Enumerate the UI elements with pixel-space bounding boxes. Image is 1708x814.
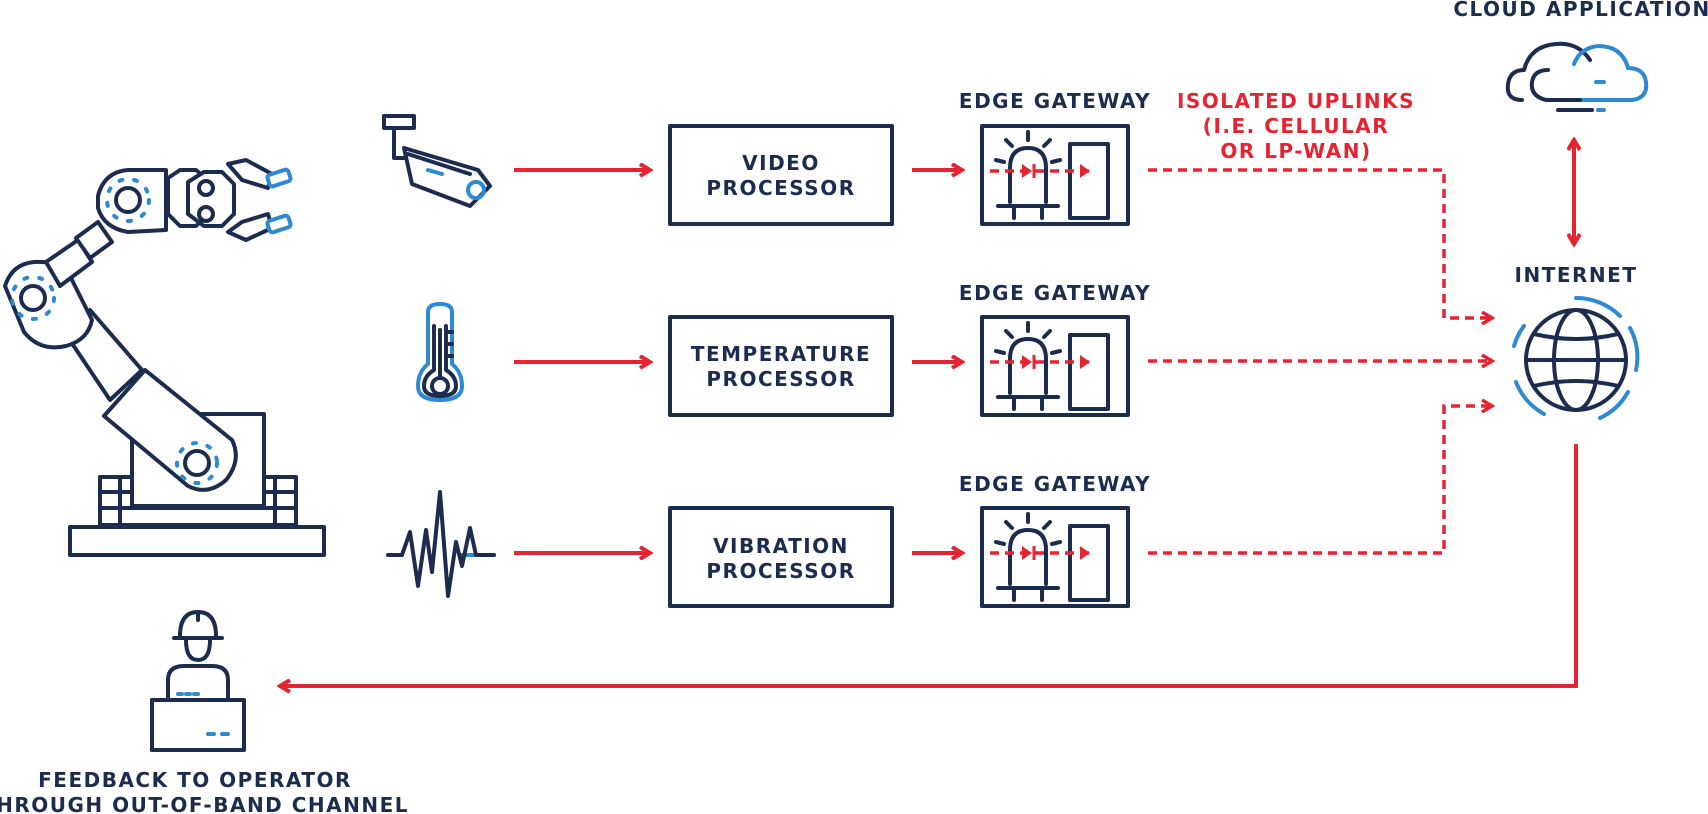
uplinks-label-line3: OR LP-WAN): [1220, 139, 1371, 163]
gateway-beacon-icon: [994, 130, 1110, 220]
processor-label-line1: TEMPERATURE: [691, 342, 871, 366]
processor-label-line2: PROCESSOR: [706, 176, 855, 200]
cloud-applications-label: CLOUD APPLICATIONS: [1453, 0, 1708, 21]
thermometer-icon: [416, 302, 464, 402]
cloud-applications-icon: CLOUD APPLICATIONS: [1453, 0, 1708, 112]
edge-gateway-2: EDGE GATEWAY: [959, 281, 1151, 417]
robot-arm-icon: [3, 158, 326, 557]
vibration-processor-box: VIBRATION PROCESSOR: [668, 506, 894, 608]
isolated-uplinks: ISOLATED UPLINKS (I.E. CELLULAR OR LP-WA…: [1148, 89, 1492, 555]
operator-label-line1: FEEDBACK TO OPERATOR: [38, 768, 352, 792]
processor-label-line1: VIDEO: [742, 151, 820, 175]
processor-label-line2: PROCESSOR: [706, 367, 855, 391]
vibration-waveform-icon: [386, 490, 496, 598]
sensor-to-processor-arrows: [514, 170, 650, 553]
edge-gateway-1: EDGE GATEWAY: [959, 89, 1151, 226]
video-processor-box: VIDEO PROCESSOR: [668, 124, 894, 226]
edge-gateway-label: EDGE GATEWAY: [959, 89, 1151, 113]
internet-globe-icon: INTERNET: [1512, 263, 1640, 420]
edge-gateway-label: EDGE GATEWAY: [959, 281, 1151, 305]
gateway-beacon-icon: [994, 321, 1110, 411]
operator-label-line2: THROUGH OUT-OF-BAND CHANNEL: [0, 793, 409, 814]
temperature-processor-box: TEMPERATURE PROCESSOR: [668, 315, 894, 417]
edge-gateway-label: EDGE GATEWAY: [959, 472, 1151, 496]
uplinks-label-line1: ISOLATED UPLINKS: [1177, 89, 1415, 113]
uplinks-label-line2: (I.E. CELLULAR: [1203, 114, 1389, 138]
security-camera-icon: [382, 114, 492, 208]
feedback-return-line: [280, 444, 1578, 686]
operator-icon: [150, 610, 246, 752]
gateway-beacon-icon: [994, 512, 1110, 602]
edge-gateway-3: EDGE GATEWAY: [959, 472, 1151, 608]
processor-to-gateway-arrows: [912, 170, 962, 553]
internet-label: INTERNET: [1515, 263, 1638, 287]
processor-label-line1: VIBRATION: [713, 534, 849, 558]
processor-label-line2: PROCESSOR: [706, 559, 855, 583]
